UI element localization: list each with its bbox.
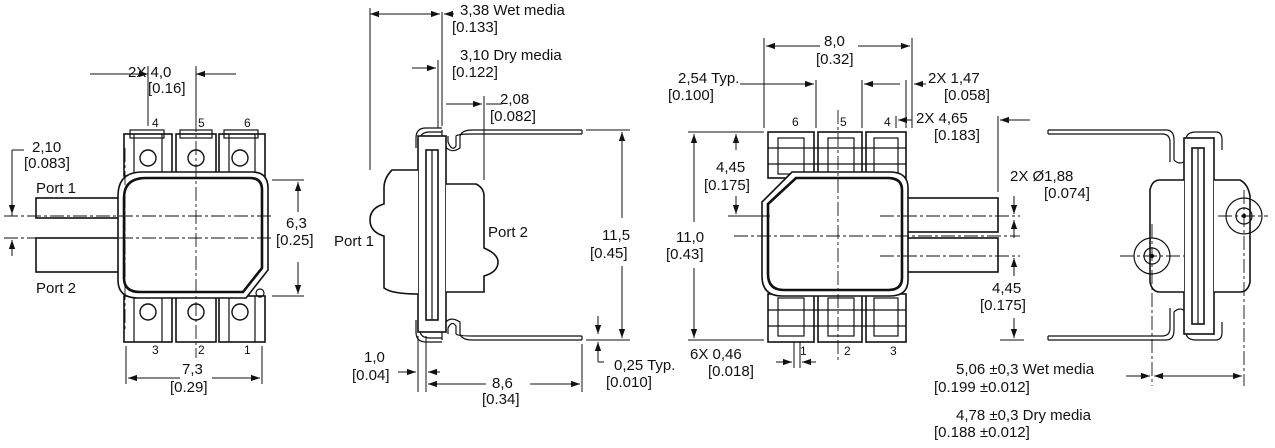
v3-d445a: 4,45 bbox=[716, 159, 745, 176]
v3-pin-1: 1 bbox=[800, 344, 807, 358]
v3-pin-4: 4 bbox=[884, 115, 891, 129]
v1-port2-label: Port 2 bbox=[36, 280, 76, 297]
v3-d046-in: [0.018] bbox=[708, 363, 754, 380]
v2-d025: 0,25 Typ. bbox=[614, 357, 675, 374]
v4-wet-in: [0.199 ±0.012] bbox=[934, 379, 1030, 396]
v2-wet: 3,38 Wet media bbox=[460, 2, 565, 19]
v2-d208-in: [0.082] bbox=[490, 108, 536, 125]
v3-dia-in: [0.074] bbox=[1044, 185, 1090, 202]
v1-dim-right-in: [0.25] bbox=[276, 232, 314, 249]
v3-d465: 2X 4,65 bbox=[916, 110, 968, 127]
v2-d208: 2,08 bbox=[500, 91, 529, 108]
v1-dim-bottom-in: [0.29] bbox=[170, 379, 208, 396]
v1-pin-6: 6 bbox=[244, 116, 251, 130]
v2-dry-in: [0.122] bbox=[452, 64, 498, 81]
v2-dry: 3,10 Dry media bbox=[460, 47, 562, 64]
v2-d86: 8,6 bbox=[492, 375, 513, 392]
v1-dim-left: 2,10 bbox=[32, 139, 61, 156]
v1-dim-bottom: 7,3 bbox=[182, 361, 203, 378]
v3-width: 8,0 bbox=[824, 33, 845, 50]
v3-typ-in: [0.100] bbox=[668, 87, 714, 104]
v3-height-in: [0.43] bbox=[666, 246, 704, 263]
v2-d86-in: [0.34] bbox=[482, 391, 520, 408]
v3-d147: 2X 1,47 bbox=[928, 70, 980, 87]
v2-wet-in: [0.133] bbox=[452, 19, 498, 36]
v3-width-in: [0.32] bbox=[816, 51, 854, 68]
v1-dim-top-in: [0.16] bbox=[148, 80, 186, 97]
v1-dim-right: 6,3 bbox=[286, 215, 307, 232]
view-bottom: 8,0 [0.32] 2,54 Typ. [0.100] 2X 1,47 [0.… bbox=[666, 33, 1090, 380]
v3-d445b-in: [0.175] bbox=[980, 297, 1026, 314]
v2-height-in: [0.45] bbox=[590, 245, 628, 262]
v3-pin-3: 3 bbox=[890, 344, 897, 358]
v4-dry-in: [0.188 ±0.012] bbox=[934, 424, 1030, 441]
v3-height: 11,0 bbox=[676, 229, 704, 246]
v1-port1-label: Port 1 bbox=[36, 180, 76, 197]
v3-pin-5: 5 bbox=[840, 115, 847, 129]
v3-dia: 2X Ø1,88 bbox=[1010, 168, 1073, 185]
v3-pins-bottom bbox=[767, 293, 907, 343]
view-top: 2X 4,0 [0.16] 2,10 [0.083] Port 1 Port 2… bbox=[4, 64, 314, 396]
v2-port1-label: Port 1 bbox=[334, 233, 374, 250]
v1-pin-4: 4 bbox=[152, 116, 159, 130]
pin-tabs-bottom bbox=[123, 295, 266, 343]
v3-pins-top bbox=[767, 131, 907, 179]
v2-d10-in: [0.04] bbox=[352, 367, 390, 384]
v3-d465-in: [0.183] bbox=[934, 127, 980, 144]
v1-pin-2: 2 bbox=[198, 343, 205, 357]
v2-d025-in: [0.010] bbox=[606, 374, 652, 391]
v3-pin-6: 6 bbox=[792, 115, 799, 129]
v1-pin-3: 3 bbox=[152, 343, 159, 357]
v4-dry: 4,78 ±0,3 Dry media bbox=[956, 407, 1092, 424]
v3-d445a-in: [0.175] bbox=[704, 177, 750, 194]
v2-port2-label: Port 2 bbox=[488, 224, 528, 241]
view-end: 5,06 ±0,3 Wet media [0.199 ±0.012] 4,78 … bbox=[934, 129, 1268, 441]
v2-height: 11,5 bbox=[602, 227, 630, 244]
pin-tabs-top bbox=[123, 129, 266, 177]
v2-d10: 1,0 bbox=[364, 349, 385, 366]
v4-wet: 5,06 ±0,3 Wet media bbox=[956, 361, 1095, 378]
view-side: 3,38 Wet media [0.133] 3,10 Dry media [0… bbox=[334, 2, 675, 408]
v3-pin-2: 2 bbox=[844, 344, 851, 358]
v3-d147-in: [0.058] bbox=[944, 87, 990, 104]
v1-pin-5: 5 bbox=[198, 116, 205, 130]
v3-typ: 2,54 Typ. bbox=[678, 70, 739, 87]
v3-d046: 6X 0,46 bbox=[690, 346, 742, 363]
v1-dim-left-in: [0.083] bbox=[24, 155, 70, 172]
v1-pin-1: 1 bbox=[244, 343, 251, 357]
v3-d445b: 4,45 bbox=[992, 280, 1021, 297]
v1-dim-top: 2X 4,0 bbox=[128, 64, 171, 81]
